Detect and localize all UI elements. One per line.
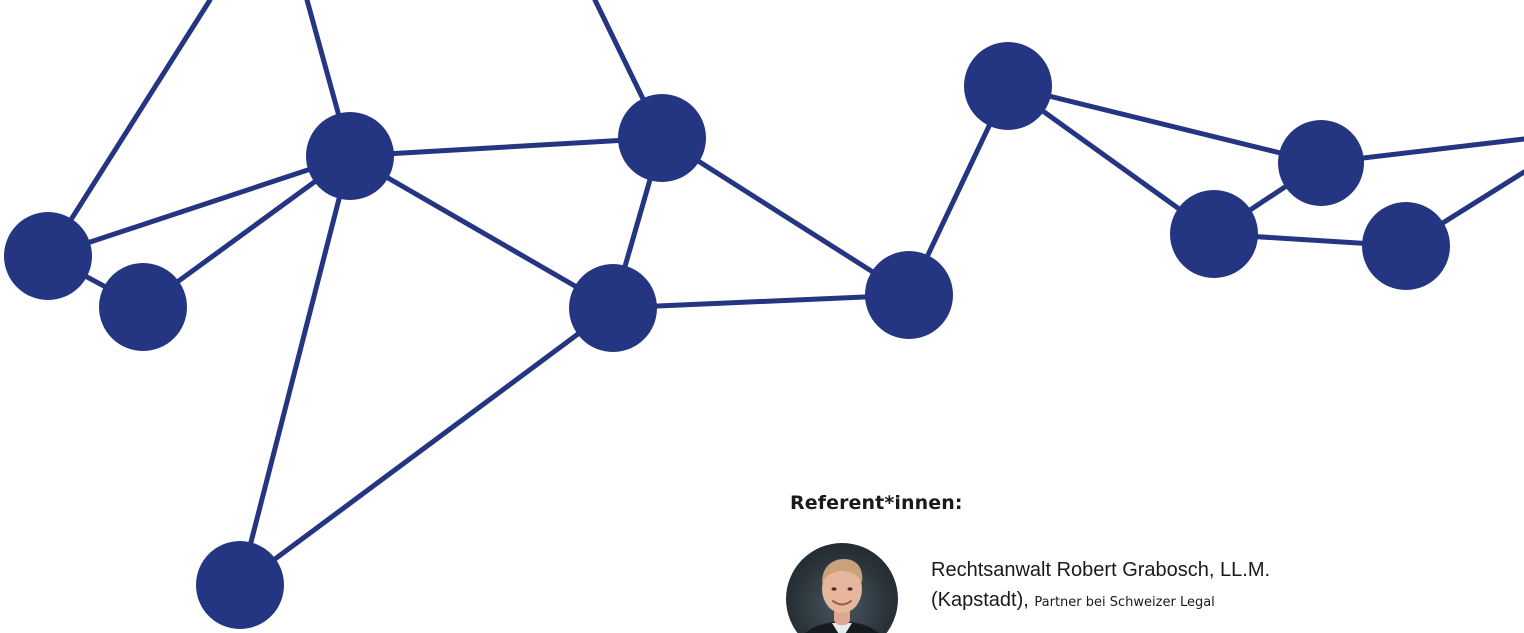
network-node [1278,120,1364,206]
network-edge [347,135,665,159]
network-edge [45,0,213,259]
speaker-name-line1: Rechtsanwalt Robert Grabosch, LL.M. [931,559,1271,581]
speaker-photo [805,559,879,633]
speaker-role: Partner bei Schweizer Legal [1034,595,1215,610]
network-node [99,263,187,351]
speaker-info: Rechtsanwalt Robert Grabosch, LL.M. (Kap… [931,555,1491,618]
network-edge [237,305,616,588]
network-node [865,251,953,339]
speaker-name-line2: (Kapstadt), [931,589,1035,611]
network-node [1362,202,1450,290]
network-node [196,541,284,629]
network-node [569,264,657,352]
network-edge [45,153,353,259]
network-edge [347,153,616,311]
network-node [618,94,706,182]
speakers-heading: Referent*innen: [790,492,963,514]
network-node [4,212,92,300]
network-edge [659,135,912,298]
network-node [1170,190,1258,278]
network-edge [1005,83,1324,166]
network-node [306,112,394,200]
network-edge [610,292,912,311]
speaker-avatar [786,543,898,633]
network-node [964,42,1052,130]
network-edge [237,153,353,588]
speaker-entry: Rechtsanwalt Robert Grabosch, LL.M. (Kap… [786,543,1524,633]
